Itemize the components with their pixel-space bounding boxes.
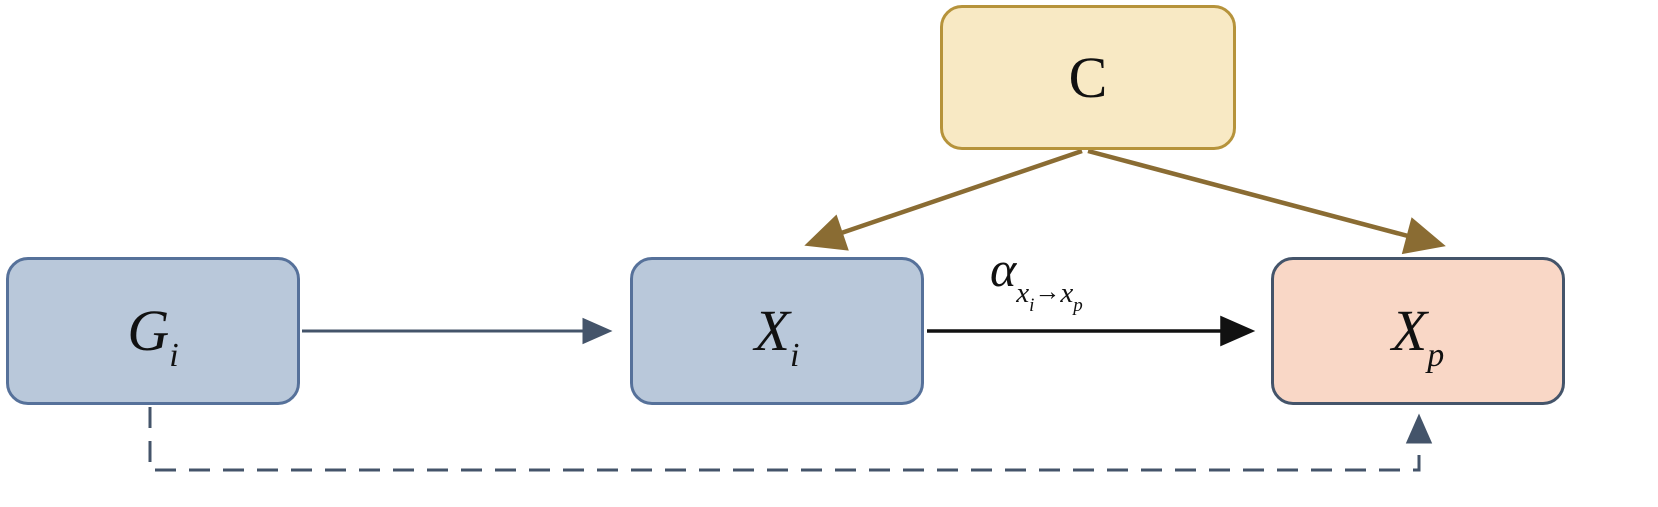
edge-c-to-xi <box>804 148 1083 251</box>
node-gi-label: Gi <box>127 302 178 373</box>
alpha-sub-from: x <box>1016 277 1030 309</box>
node-xi-main: X <box>754 298 790 363</box>
node-xi-label: Xi <box>755 302 800 373</box>
node-c-label: C <box>1069 48 1108 107</box>
alpha-sub-to-sub: p <box>1073 295 1083 316</box>
node-xi-sub: i <box>789 337 800 374</box>
node-c: C <box>940 5 1236 150</box>
node-gi-main: G <box>127 298 170 363</box>
node-xp-sub: p <box>1427 337 1445 374</box>
node-xp: Xp <box>1271 257 1565 405</box>
node-xp-main: X <box>1391 298 1428 363</box>
alpha-sub-from-sub: i <box>1029 295 1035 316</box>
edge-coefficient-label: αxi→xp <box>990 241 1083 315</box>
node-xi: Xi <box>630 257 924 405</box>
node-gi-sub: i <box>169 337 179 374</box>
alpha-symbol: α <box>990 241 1017 297</box>
edge-gi-to-xp-dashed <box>148 407 1433 472</box>
edge-c-to-xp <box>1087 148 1446 255</box>
node-c-text: C <box>1068 44 1108 110</box>
alpha-subscript: xi→xp <box>1016 277 1083 316</box>
right-arrow-icon: → <box>1034 277 1061 306</box>
node-gi: Gi <box>6 257 300 405</box>
alpha-sub-to: x <box>1060 277 1074 309</box>
node-xp-label: Xp <box>1392 302 1444 373</box>
